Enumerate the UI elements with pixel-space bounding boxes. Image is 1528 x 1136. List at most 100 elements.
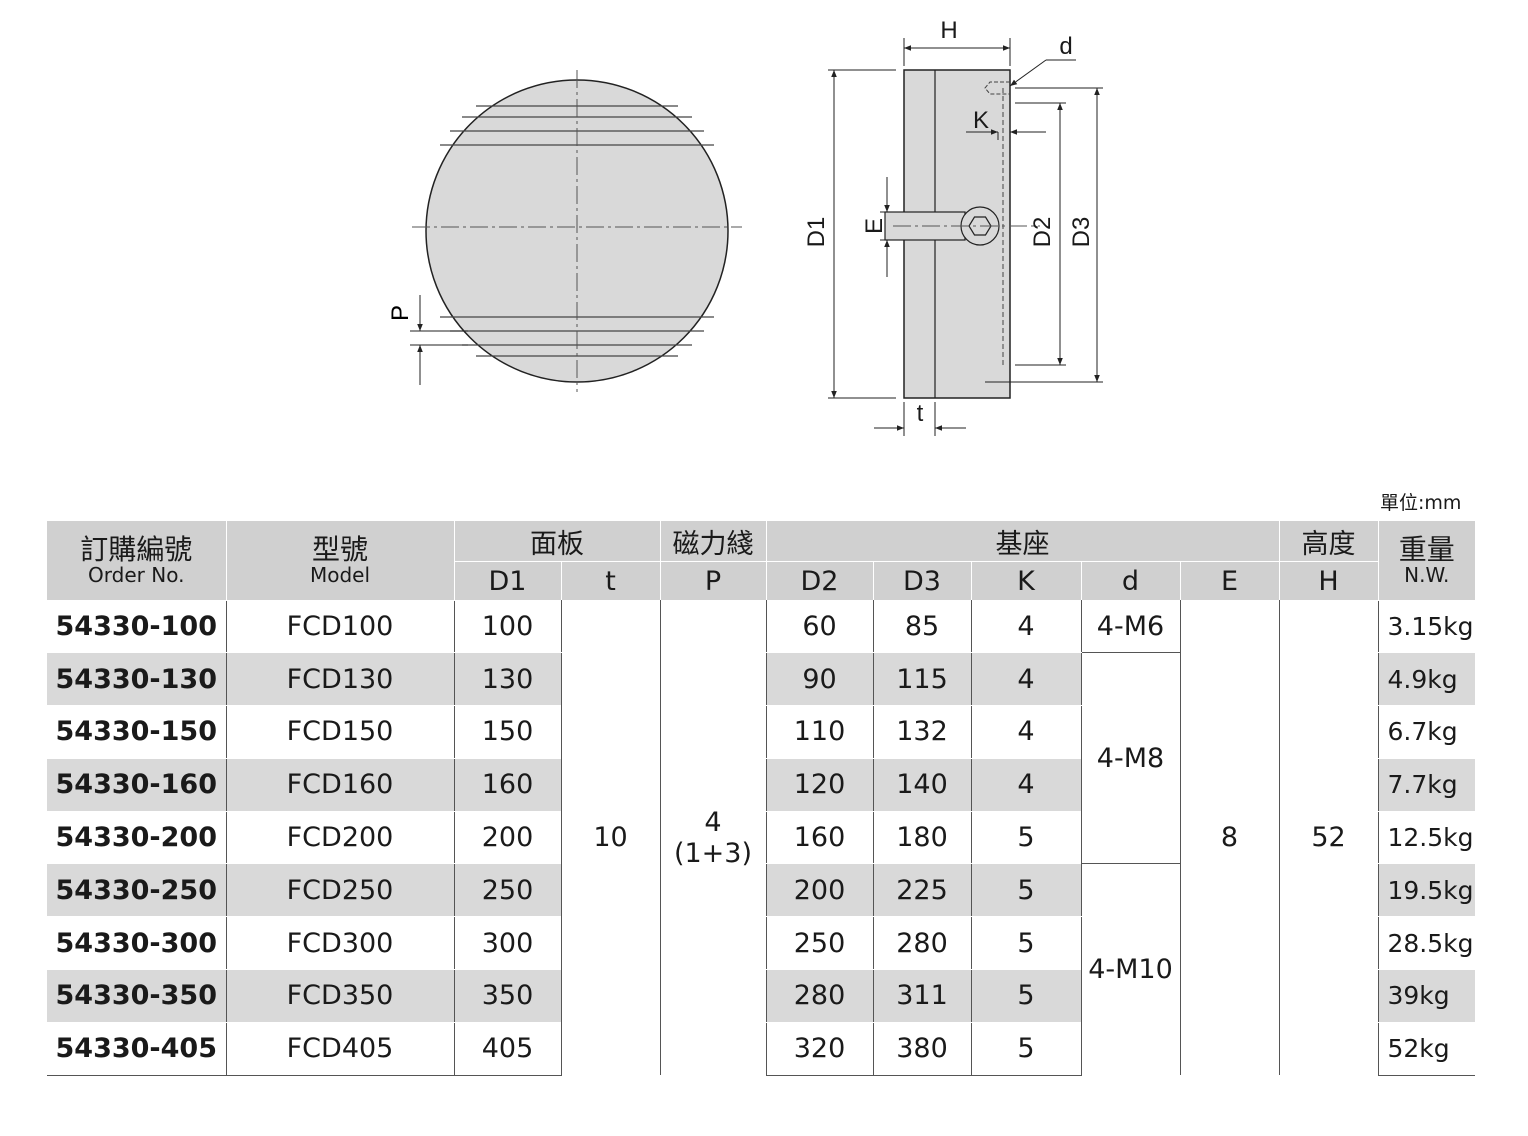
header-order: 訂購編號 Order No. [47, 521, 227, 601]
model-cell: FCD100 [225, 600, 454, 654]
table-row: 54330-300 FCD300 300 250 280 5 28.5kg [47, 916, 1475, 971]
d2-cell: 200 [765, 863, 873, 918]
e-cell: 8 [1179, 600, 1279, 1076]
p-value: 4 [704, 806, 722, 838]
h-cell: 52 [1278, 600, 1378, 1076]
d1-cell: 350 [453, 969, 561, 1023]
nw-cell: 28.5kg [1377, 916, 1475, 971]
d2-cell: 280 [765, 969, 873, 1023]
d2-label: D2 [1029, 217, 1056, 248]
header-h: H [1279, 561, 1379, 600]
k-label: K [973, 107, 989, 134]
front-view: P [387, 70, 742, 392]
model-cell: FCD300 [225, 916, 454, 971]
order-cell: 54330-200 [47, 811, 226, 865]
model-cell: FCD405 [225, 1022, 454, 1076]
model-cell: FCD150 [225, 705, 454, 759]
unit-note: 單位:mm [1380, 492, 1462, 514]
d3-cell: 311 [872, 969, 971, 1023]
order-cell: 54330-300 [47, 916, 226, 971]
d3-cell: 85 [872, 600, 971, 654]
nw-cell: 7.7kg [1377, 758, 1475, 812]
d2-cell: 60 [765, 600, 873, 654]
nw-cell: 6.7kg [1377, 705, 1475, 759]
d3-cell: 115 [872, 652, 971, 707]
order-cell: 54330-150 [47, 705, 226, 759]
k-cell: 5 [970, 811, 1081, 865]
k-cell: 5 [970, 863, 1081, 918]
header-model: 型號 Model [226, 521, 455, 601]
order-cell: 54330-405 [47, 1022, 226, 1076]
header-e: E [1180, 561, 1280, 600]
header-k: K [971, 561, 1082, 600]
header-d3: D3 [873, 561, 972, 600]
order-cell: 54330-130 [47, 652, 226, 707]
table-row: 54330-350 FCD350 350 280 311 5 39kg [47, 969, 1475, 1023]
header-weight-en: N.W. [1404, 563, 1450, 588]
header-d1: D1 [454, 561, 562, 600]
d1-cell: 250 [453, 863, 561, 918]
header-model-en: Model [309, 563, 371, 588]
header-d: d [1081, 561, 1181, 600]
header-height: 高度 [1279, 521, 1379, 562]
d2-cell: 160 [765, 811, 873, 865]
header-p: P [660, 561, 767, 600]
k-cell: 5 [970, 916, 1081, 971]
k-cell: 5 [970, 1022, 1081, 1076]
d2-cell: 250 [765, 916, 873, 971]
t-label: t [917, 400, 924, 427]
k-cell: 4 [970, 758, 1081, 812]
k-cell: 4 [970, 652, 1081, 707]
header-t: t [561, 561, 661, 600]
e-label: E [861, 218, 888, 234]
order-cell: 54330-250 [47, 863, 226, 918]
d1-label: D1 [803, 217, 830, 248]
d3-label: D3 [1068, 217, 1095, 248]
t-cell: 10 [560, 600, 660, 1076]
d1-cell: 300 [453, 916, 561, 971]
header-weight-cn: 重量 [1398, 533, 1455, 567]
d1-cell: 150 [453, 705, 561, 759]
table-row: 54330-100 FCD100 100 10 4 (1+3) 60 85 4 … [47, 600, 1475, 1076]
nw-cell: 3.15kg [1377, 600, 1475, 654]
order-cell: 54330-350 [47, 969, 226, 1023]
d-cell: 4-M10 [1080, 863, 1180, 1076]
nw-cell: 12.5kg [1377, 811, 1475, 865]
d2-cell: 90 [765, 652, 873, 707]
table-row: 54330-250 FCD250 250 200 225 5 4-M10 19.… [47, 863, 1475, 1076]
header-base: 基座 [766, 521, 1280, 562]
nw-cell: 52kg [1377, 1022, 1475, 1076]
nw-cell: 19.5kg [1377, 863, 1475, 918]
d3-cell: 280 [872, 916, 971, 971]
table-row: 54330-160 FCD160 160 120 140 4 7.7kg [47, 758, 1475, 812]
header-order-en: Order No. [88, 563, 185, 588]
d3-cell: 132 [872, 705, 971, 759]
d-cell: 4-M6 [1080, 600, 1180, 654]
p-breakdown: (1+3) [673, 837, 753, 869]
nw-cell: 39kg [1377, 969, 1475, 1023]
header-d2: D2 [766, 561, 874, 600]
d-label: d [1059, 33, 1072, 60]
header-panel: 面板 [454, 521, 661, 562]
spec-table: 訂購編號 Order No. 型號 Model 面板 磁力綫 基座 高度 重量 … [47, 521, 1475, 1076]
order-cell: 54330-160 [47, 758, 226, 812]
header-weight: 重量 N.W. [1378, 521, 1475, 601]
p-cell: 4 (1+3) [659, 600, 766, 1076]
header-order-cn: 訂購編號 [80, 533, 193, 567]
table-row: 54330-405 FCD405 405 320 380 5 52kg [47, 1022, 1475, 1076]
h-label: H [940, 17, 957, 44]
model-cell: FCD130 [225, 652, 454, 707]
k-cell: 4 [970, 600, 1081, 654]
header-model-cn: 型號 [311, 533, 368, 567]
d3-cell: 180 [872, 811, 971, 865]
d3-cell: 140 [872, 758, 971, 812]
d1-cell: 100 [453, 600, 561, 654]
side-view: H d K D1 E D2 D3 t [803, 17, 1103, 436]
k-cell: 4 [970, 705, 1081, 759]
d1-cell: 200 [453, 811, 561, 865]
d2-cell: 110 [765, 705, 873, 759]
d2-cell: 320 [765, 1022, 873, 1076]
model-cell: FCD250 [225, 863, 454, 918]
table-row: 54330-200 FCD200 200 160 180 5 12.5kg [47, 811, 1475, 865]
model-cell: FCD200 [225, 811, 454, 865]
